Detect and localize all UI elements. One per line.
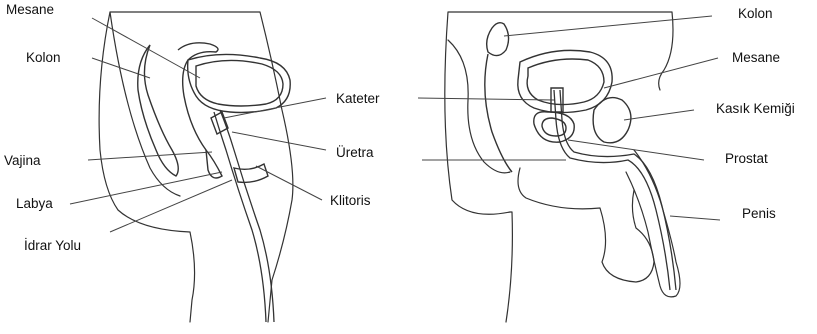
female-label-vajina: Vajina [4, 153, 41, 169]
male-leader-prostat [568, 140, 704, 160]
female-leader-vajina [88, 152, 212, 160]
female-leader-uretra [232, 132, 326, 150]
female-leader-labya [70, 172, 222, 204]
male-prostate [534, 112, 574, 142]
female-catheter [214, 110, 274, 322]
male-leader-kolon [504, 16, 712, 36]
female-label-uretra: Üretra [336, 145, 374, 161]
female-vagina [206, 150, 268, 182]
female-leader-klitoris [256, 166, 322, 200]
female-bladder [188, 54, 291, 112]
male-colon [485, 23, 512, 172]
female-label-kolon: Kolon [26, 50, 61, 66]
male-label-prostat: Prostat [725, 151, 768, 167]
female-leader-mesane [92, 18, 200, 78]
male-diagram [418, 12, 720, 322]
male-leader-kasik-kemigi [624, 110, 694, 120]
female-leader-idrar-yolu [110, 180, 232, 232]
female-label-mesane: Mesane [6, 2, 54, 18]
female-label-klitoris: Klitoris [330, 193, 371, 209]
male-label-mesane: Mesane [732, 50, 780, 66]
male-body-outline [445, 12, 673, 322]
male-label-kolon: Kolon [738, 6, 773, 22]
female-label-kateter: Kateter [336, 91, 380, 107]
male-label-penis: Penis [742, 206, 776, 222]
male-label-kasik-kemigi: Kasık Kemiği [716, 101, 795, 117]
male-leader-penis [670, 216, 720, 220]
female-label-idrar-yolu: İdrar Yolu [24, 238, 81, 254]
male-bladder [518, 50, 612, 112]
female-label-labya: Labya [16, 196, 53, 212]
female-uterus [178, 43, 218, 150]
male-lower-outline [518, 168, 654, 282]
female-diagram [70, 12, 326, 322]
male-leader-mesane [604, 58, 718, 88]
